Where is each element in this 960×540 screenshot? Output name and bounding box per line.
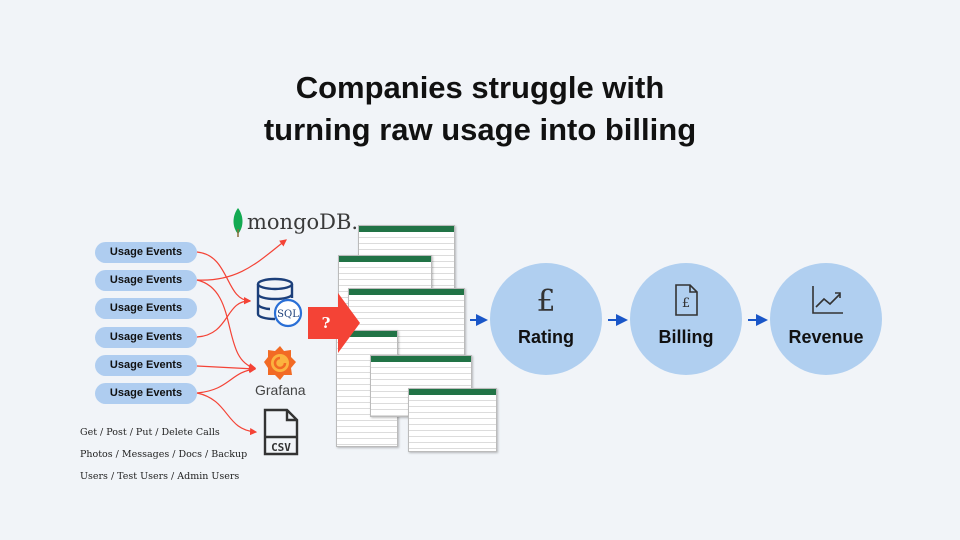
grafana-label: Grafana	[255, 382, 306, 398]
flow-arrow	[196, 279, 257, 371]
stage-label: Revenue	[788, 327, 864, 347]
flow-arrow	[196, 365, 257, 373]
csv-label: CSV	[271, 441, 291, 454]
usage-events-pill: Usage Events	[95, 327, 197, 348]
mongodb-leaf-icon	[233, 208, 243, 237]
stage-label: Billing	[658, 327, 714, 347]
csv-file-icon: CSV	[263, 408, 299, 456]
question-mark: ?	[322, 314, 331, 332]
flow-arrow	[196, 251, 252, 305]
growth-chart-icon	[812, 286, 843, 314]
usage-events-pill: Usage Events	[95, 298, 197, 319]
question-arrow-icon	[308, 293, 360, 353]
sql-label: SQL	[277, 309, 299, 320]
stage-label: Rating	[518, 327, 574, 347]
flow-arrow	[196, 297, 252, 338]
usage-events-pill: Usage Events	[95, 242, 197, 263]
stage-rating: £ Rating	[490, 263, 602, 375]
usage-events-pill: Usage Events	[95, 270, 197, 291]
pound-icon: £	[536, 284, 555, 317]
svg-text:£: £	[536, 284, 555, 317]
invoice-icon: £	[675, 284, 698, 316]
svg-text:£: £	[682, 296, 690, 311]
flow-arrow	[196, 366, 257, 394]
flow-arrow	[196, 392, 258, 436]
note-calls: Get / Post / Put / Delete Calls	[80, 427, 220, 438]
spreadsheet-image	[408, 388, 497, 452]
stage-billing: £ Billing	[630, 263, 742, 375]
usage-events-pill: Usage Events	[95, 383, 197, 404]
stage-revenue: Revenue	[770, 263, 882, 375]
title-line-2: turning raw usage into billing	[263, 112, 697, 147]
flow-arrow	[196, 239, 287, 281]
sql-database-icon: SQL	[256, 277, 303, 328]
usage-events-pill: Usage Events	[95, 355, 197, 376]
grafana-logo-icon	[264, 346, 296, 380]
mongodb-logo: mongoDB.	[247, 210, 359, 234]
title-line-1: Companies struggle with	[295, 70, 665, 105]
note-users: Users / Test Users / Admin Users	[80, 471, 240, 482]
note-content: Photos / Messages / Docs / Backup	[80, 449, 248, 460]
